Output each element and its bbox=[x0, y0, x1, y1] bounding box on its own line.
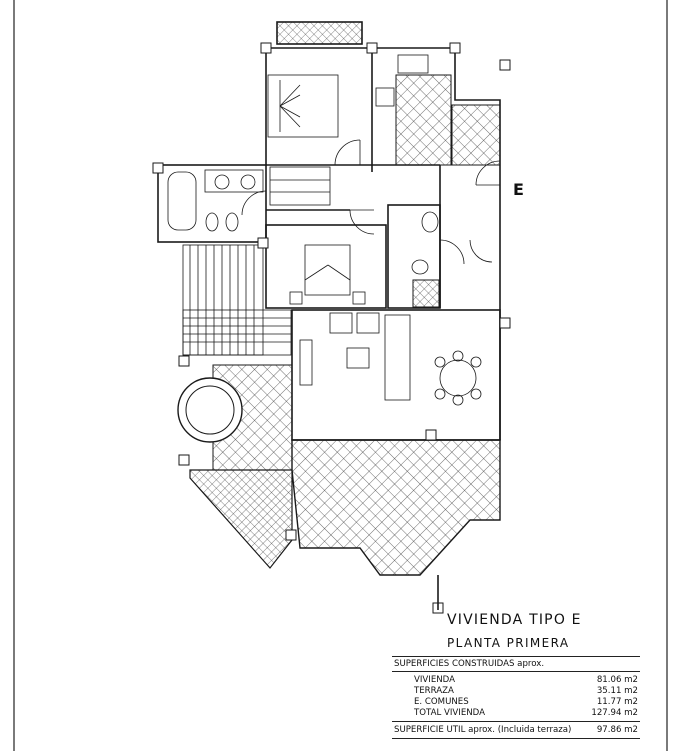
living-room bbox=[291, 309, 501, 441]
kitchen-sink bbox=[397, 54, 429, 74]
useful-surface-value: 97.86 m2 bbox=[596, 725, 638, 735]
bathroom-1 bbox=[157, 164, 267, 243]
unit-tag: E bbox=[513, 180, 524, 199]
surface-label: TOTAL VIVIENDA bbox=[414, 708, 486, 718]
bidet bbox=[225, 212, 239, 232]
surface-label: E. COMUNES bbox=[414, 697, 469, 707]
dining-table bbox=[439, 359, 477, 397]
wardrobe bbox=[269, 166, 331, 206]
useful-surface: SUPERFICIE UTIL aprox. (Incluida terraza… bbox=[392, 721, 640, 739]
surface-value: 127.94 m2 bbox=[591, 708, 638, 718]
shower-tray bbox=[412, 279, 440, 308]
surface-row: TOTAL VIVIENDA 127.94 m2 bbox=[392, 708, 640, 719]
surface-label: TERRAZA bbox=[414, 686, 454, 696]
sofa bbox=[384, 314, 411, 401]
coffee-table bbox=[346, 347, 370, 369]
toilet bbox=[205, 212, 219, 232]
corner-terrace bbox=[189, 469, 293, 569]
bedroom2-bed bbox=[304, 244, 351, 296]
bathtub bbox=[167, 171, 197, 231]
surface-value: 35.11 m2 bbox=[596, 686, 638, 696]
hob bbox=[375, 87, 395, 107]
master-bed bbox=[267, 74, 339, 138]
doors bbox=[241, 139, 501, 265]
bedroom-2 bbox=[265, 224, 387, 309]
kitchen-floor bbox=[395, 74, 452, 166]
stairs bbox=[182, 244, 292, 356]
surface-row: E. COMUNES 11.77 m2 bbox=[392, 697, 640, 708]
useful-surface-label: SUPERFICIE UTIL aprox. (Incluida terraza… bbox=[394, 725, 572, 735]
master-bedroom-walls bbox=[266, 47, 373, 172]
surface-label: VIVIENDA bbox=[414, 675, 456, 685]
plan-subtitle: PLANTA PRIMERA bbox=[447, 636, 570, 650]
columns bbox=[152, 42, 511, 541]
surface-row: VIVIENDA 81.06 m2 bbox=[392, 675, 640, 686]
furniture bbox=[167, 54, 482, 406]
surface-value: 81.06 m2 bbox=[596, 675, 638, 685]
surfaces-header: SUPERFICIES CONSTRUIDAS aprox. bbox=[392, 656, 640, 672]
laundry-floor bbox=[451, 104, 501, 166]
top-balcony bbox=[276, 21, 363, 45]
surfaces-table: SUPERFICIES CONSTRUIDAS aprox. VIVIENDA … bbox=[392, 656, 640, 739]
tv-unit bbox=[299, 339, 313, 386]
main-terrace bbox=[291, 439, 501, 576]
surface-value: 11.77 m2 bbox=[596, 697, 638, 707]
plan-title: VIVIENDA TIPO E bbox=[447, 612, 582, 628]
surface-row: TERRAZA 35.11 m2 bbox=[392, 686, 640, 697]
